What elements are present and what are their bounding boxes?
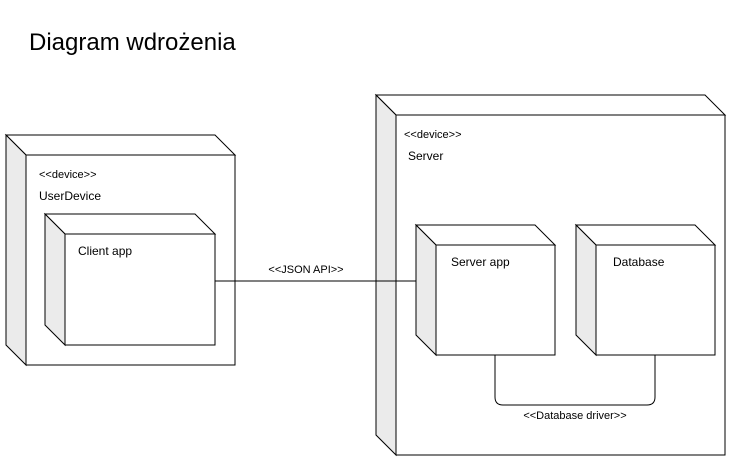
component-client-app[interactable]: Client app [43, 212, 217, 347]
connection-json-api[interactable]: <<JSON API>> [215, 264, 416, 282]
component-server-app-top [414, 224, 557, 246]
diagram-title: Diagram wdrożenia [29, 29, 236, 56]
connection-database-driver-line [494, 355, 656, 406]
node-user-device-stereotype: <<device>> [39, 169, 97, 181]
component-database-name: Database [613, 255, 665, 269]
component-client-app-side [44, 212, 66, 347]
node-user-device-top [4, 134, 237, 156]
node-server-stereotype: <<device>> [404, 129, 462, 141]
component-client-app-name: Client app [78, 244, 132, 258]
component-database[interactable]: Database [574, 223, 717, 357]
node-server-side [375, 93, 397, 457]
component-server-app-side [415, 223, 437, 357]
component-server-app-body [435, 244, 556, 356]
node-server-top [374, 94, 727, 116]
connection-json-api-label: <<JSON API>> [268, 264, 343, 276]
connection-database-driver[interactable]: <<Database driver>> [494, 355, 656, 422]
node-server-name: Server [408, 149, 443, 163]
component-database-top [574, 224, 717, 246]
component-client-app-top [43, 213, 217, 235]
component-server-app-name: Server app [451, 255, 510, 269]
node-user-device-name: UserDevice [39, 189, 101, 203]
connection-database-driver-label: <<Database driver>> [523, 410, 626, 422]
component-database-side [575, 223, 597, 357]
component-client-app-body [64, 233, 216, 346]
component-server-app[interactable]: Server app [414, 223, 557, 357]
node-user-device-side [5, 133, 27, 367]
